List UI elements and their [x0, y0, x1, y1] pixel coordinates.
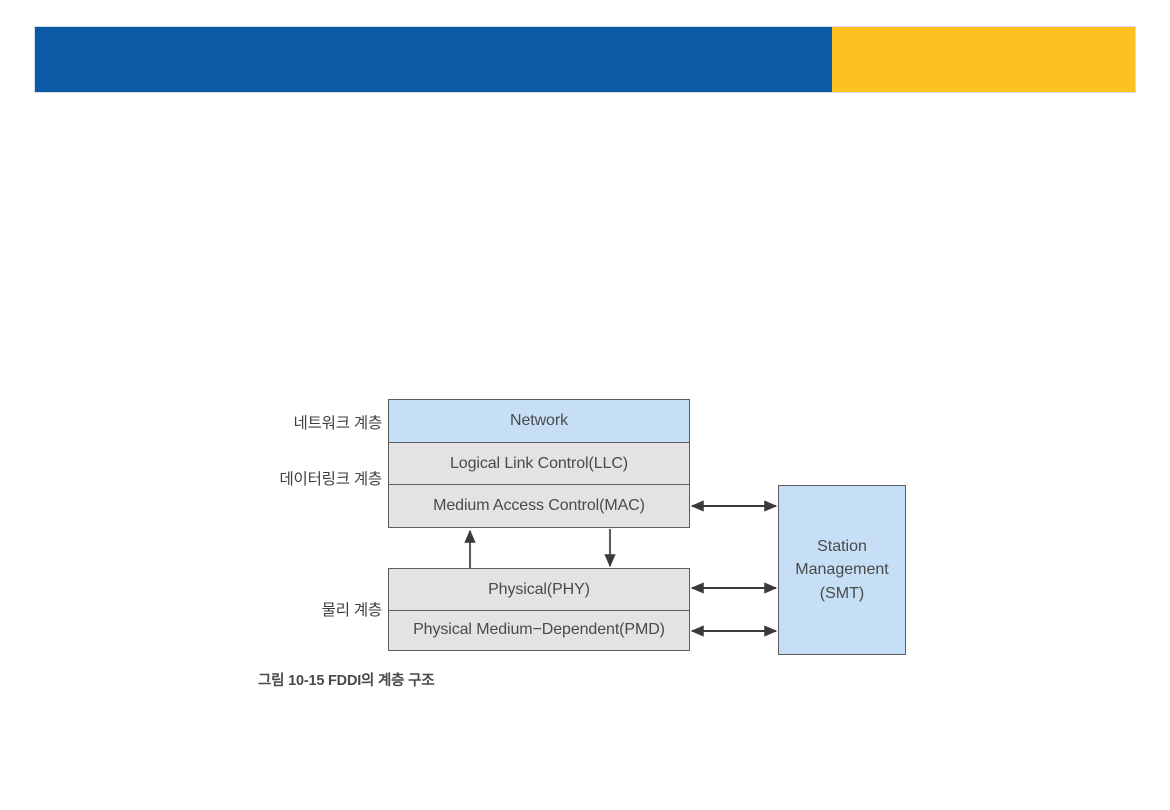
- side-label-datalink-layer: 데이터링크 계층: [279, 471, 382, 488]
- side-label-physical-layer: 물리 계층: [321, 602, 383, 619]
- figure-caption: 그림 10-15 FDDI의 계층 구조: [258, 673, 435, 689]
- layer-box-phy: Physical(PHY): [389, 569, 689, 610]
- header-band-blue-segment: [35, 27, 832, 92]
- upper-layer-stack: Network Logical Link Control(LLC) Medium…: [388, 399, 690, 528]
- decorative-header-band: [35, 27, 1135, 92]
- header-band-yellow-segment: [832, 27, 1135, 92]
- lower-layer-stack: Physical(PHY) Physical Medium−Dependent(…: [388, 568, 690, 651]
- side-label-network-layer: 네트워크 계층: [293, 415, 383, 432]
- layer-box-network: Network: [389, 400, 689, 442]
- smt-line-2: Management: [795, 561, 889, 579]
- smt-line-3: (SMT): [819, 584, 865, 602]
- layer-box-pmd: Physical Medium−Dependent(PMD): [389, 610, 689, 649]
- layer-box-mac: Medium Access Control(MAC): [389, 484, 689, 526]
- smt-line-1: Station: [817, 538, 867, 556]
- layer-box-llc: Logical Link Control(LLC): [389, 442, 689, 484]
- station-management-box: Station Management (SMT): [778, 485, 906, 655]
- smt-box-text-wrapper: Station Management (SMT): [795, 535, 888, 605]
